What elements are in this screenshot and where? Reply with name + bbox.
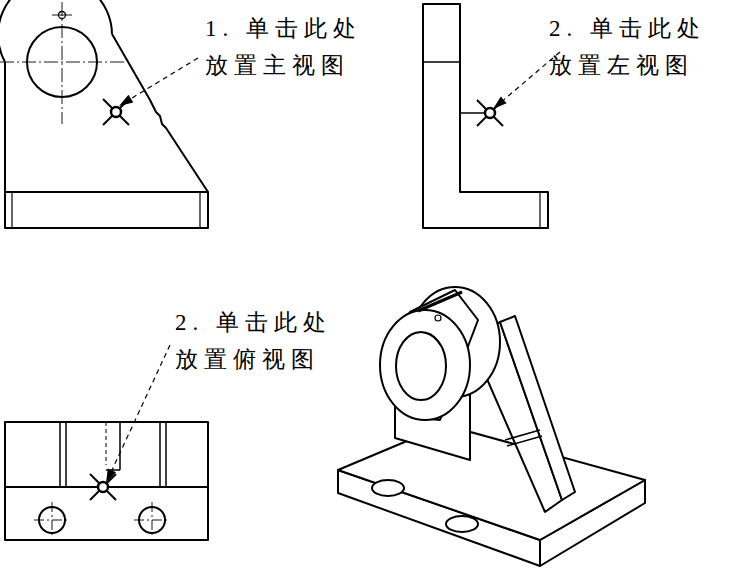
cursor-symbols xyxy=(90,99,503,500)
top-view xyxy=(5,422,208,540)
callout-label: 2. 单击此处 放置左视图 xyxy=(549,10,729,84)
left-view xyxy=(423,4,548,228)
callout-label: 1. 单击此处 放置主视图 xyxy=(205,10,385,84)
isometric-view xyxy=(338,287,645,566)
callout-label: 2. 单击此处 放置俯视图 xyxy=(175,304,355,378)
front-view xyxy=(0,0,208,228)
leader-lines xyxy=(106,52,560,483)
